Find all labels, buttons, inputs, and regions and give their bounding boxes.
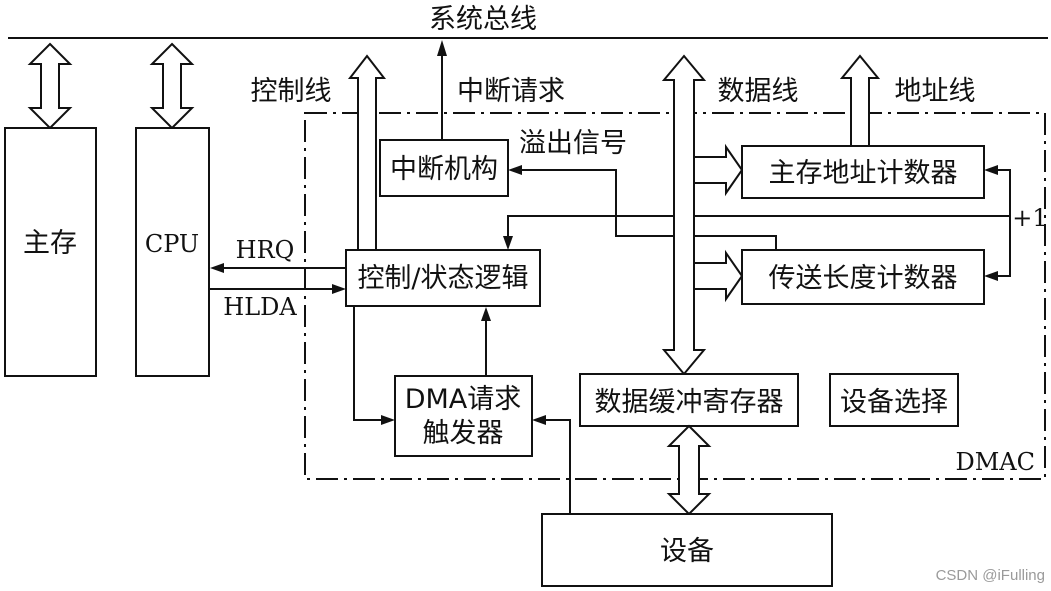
main-memory-block [4,127,97,377]
cpu-label: CPU [145,230,199,258]
plus-one-feedback-line [507,215,1010,238]
data-buffer-register-block [579,373,799,427]
memory-address-counter-block [741,145,985,199]
data-buffer-register-label: 数据缓冲寄存器 [595,387,784,418]
control-status-logic-block [345,249,541,307]
hrq-arrowhead [210,263,224,273]
device-select-label: 设备选择 [840,387,948,418]
hlda-label: HLDA [223,293,297,321]
dma-request-trigger-label-1: DMA请求 [405,384,522,415]
cpu-bus-arrow [149,42,195,130]
dma-request-trigger-label-2: 触发器 [423,418,504,449]
device-block [541,513,833,587]
plus-one-label: +1 [1012,204,1047,232]
device-to-trigger-line [546,419,571,514]
control-status-logic-label: 控制/状态逻辑 [357,263,528,294]
interrupt-mechanism-block [379,139,509,197]
device-select-block [829,373,959,427]
dmac-label: DMAC [955,448,1035,476]
system-bus-label: 系统总线 [429,4,537,35]
address-line-arrow [839,54,881,147]
hlda-arrowhead [332,284,346,294]
interrupt-request-arrowhead [437,40,447,56]
control-to-trigger-line [353,306,383,421]
watermark-text: CSDN @iFulling [936,567,1045,584]
interrupt-request-label: 中断请求 [457,76,565,107]
control-line-arrow [347,54,387,251]
right-loop-to-length-line [996,216,1011,277]
memory-address-counter-label: 主存地址计数器 [769,158,958,189]
transfer-length-counter-label: 传送长度计数器 [769,263,958,294]
address-line-label: 地址线 [895,76,976,107]
hrq-label: HRQ [236,236,295,264]
buffer-device-arrow [666,424,712,516]
cpu-block [135,127,210,377]
overflow-signal-label: 溢出信号 [519,128,627,159]
overflow-signal-arrowhead [508,165,522,175]
transfer-length-counter-block [741,249,985,305]
main-memory-bus-arrow [27,42,73,130]
trigger-to-control-arrowhead [481,307,491,321]
main-memory-label: 主存 [23,228,77,259]
dma-request-trigger-block [394,375,533,457]
right-loop-to-address-line [996,169,1011,216]
device-label: 设备 [660,536,714,567]
control-line-label: 控制线 [251,76,332,107]
data-to-length-counter-arrow [693,249,744,303]
data-to-address-counter-arrow [693,143,744,197]
control-to-trigger-arrowhead [381,415,395,425]
data-line-label: 数据线 [718,76,799,107]
overflow-signal-line [520,169,777,250]
device-to-trigger-arrowhead [532,415,546,425]
right-loop-to-address-arrowhead [984,165,998,175]
interrupt-mechanism-label: 中断机构 [390,154,498,185]
right-loop-to-length-arrowhead [984,271,998,281]
plus-one-feedback-arrowhead [503,236,513,250]
